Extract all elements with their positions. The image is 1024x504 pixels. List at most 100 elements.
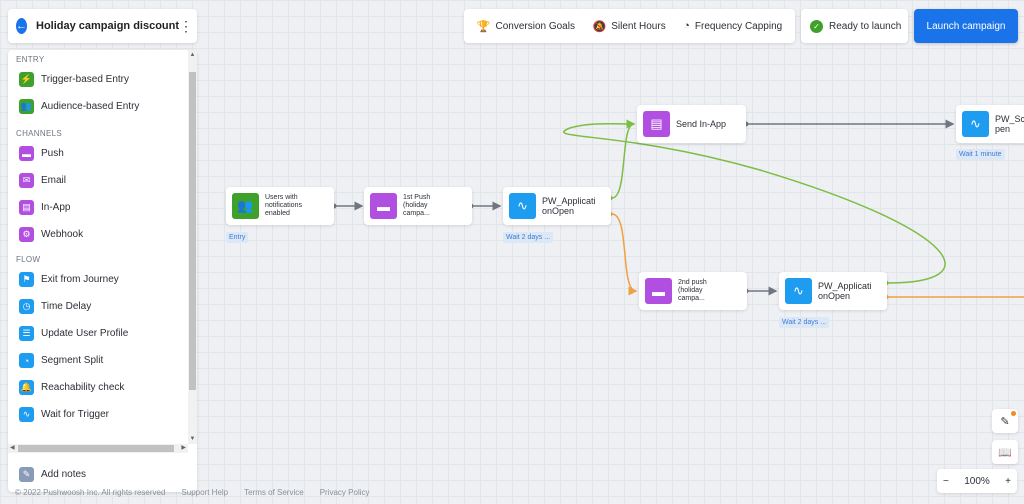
connector-wait2-loop [563,122,946,286]
kebab-icon[interactable]: ⋮ [179,17,194,34]
check-circle-icon: ✓ [810,19,823,33]
palette-item-label: Update User Profile [41,328,129,339]
node-line: 1st Push [403,194,431,201]
silent-hours-button[interactable]: 🔕 Silent Hours [593,20,666,33]
section-channels: CHANNELS [16,129,62,138]
section-entry: ENTRY [16,55,45,64]
palette-item-time-delay[interactable]: ◷ Time Delay [8,293,188,320]
zoom-in-button[interactable]: + [1005,475,1011,487]
in-app-icon: ▤ [19,200,34,215]
gauge-icon: ◔ [683,20,690,32]
users-icon: 👥 [19,99,34,114]
node-line: PW_Applicati [818,281,872,291]
flag-icon: ⚑ [19,272,34,287]
arrow-left-icon[interactable]: ← [16,18,27,34]
footer: © 2022 Pushwoosh Inc. All rights reserve… [15,488,370,497]
palette-vertical-scrollbar[interactable]: ▲ ▼ [188,50,197,444]
zoom-out-button[interactable]: − [943,475,949,487]
node-line: onOpen [542,206,575,216]
docs-button[interactable]: 📖 [992,440,1018,464]
palette-item-label: In-App [41,202,71,213]
silent-hours-label: Silent Hours [611,20,666,32]
node-line: notifications [265,202,302,209]
section-flow: FLOW [16,255,41,264]
push-icon: ▬ [19,146,34,161]
frequency-capping-button[interactable]: ◔ Frequency Capping [683,20,782,32]
connector-entry-push1 [331,201,364,211]
node-text: Send In-App [676,119,726,129]
in-app-icon: ▤ [643,111,670,137]
scroll-down-icon[interactable]: ▼ [189,436,196,442]
node-text: PW_Applicati onOpen [818,281,872,301]
book-icon: 📖 [998,446,1012,459]
node-entry[interactable]: 👥 Users with notifications enabled [226,187,334,225]
connector-push1-wait1 [468,201,502,211]
node-line: Send In-App [676,119,727,129]
connector-inapp-wait3 [743,119,955,129]
palette-item-audience-entry[interactable]: 👥 Audience-based Entry [8,93,188,120]
email-icon: ✉ [19,173,34,188]
node-wait1-caption: Wait 2 days ... [503,232,554,243]
user-edit-icon: ☰ [19,326,34,341]
palette-item-label: Segment Split [41,355,104,366]
palette-item-update-profile[interactable]: ☰ Update User Profile [8,320,188,347]
launch-campaign-button[interactable]: Launch campaign [914,9,1018,43]
add-notes-button[interactable]: ✎ Add notes [8,462,197,486]
node-push-2[interactable]: ▬ 2nd push (holiday campa... [639,272,747,310]
node-line: 2nd push [678,279,707,286]
ready-status: ✓ Ready to launch [801,9,908,43]
node-wait-trigger-1[interactable]: ∿ PW_Applicati onOpen [503,187,611,225]
node-wait-trigger-2[interactable]: ∿ PW_Applicati onOpen [779,272,887,310]
connector-wait2-offscreen [883,294,1024,300]
palette-item-push[interactable]: ▬ Push [8,140,188,167]
node-text: 1st Push (holiday campa... [403,194,430,218]
node-text: PW_Applicati onOpen [542,196,596,216]
palette-item-exit[interactable]: ⚑ Exit from Journey [8,266,188,293]
scroll-up-icon[interactable]: ▲ [189,52,196,58]
palette-item-reachability[interactable]: 🔔 Reachability check [8,374,188,401]
node-wait-trigger-3[interactable]: ∿ PW_Sc pen [956,105,1024,143]
pulse-icon: ∿ [962,111,989,137]
bell-icon: 🔔 [19,380,34,395]
palette-item-in-app[interactable]: ▤ In-App [8,194,188,221]
scroll-left-icon[interactable]: ◀ [10,445,15,451]
palette-horizontal-scrollbar[interactable]: ◀ ▶ [8,444,188,453]
privacy-link[interactable]: Privacy Policy [319,488,370,497]
palette-item-label: Webhook [41,229,84,240]
palette-item-label: Exit from Journey [41,274,119,285]
split-icon: ◔ [19,353,34,368]
node-send-in-app[interactable]: ▤ Send In-App [637,105,746,143]
connector-wait1-inapp [607,119,636,201]
pulse-icon: ∿ [19,407,34,422]
conversion-goals-button[interactable]: 🏆 Conversion Goals [477,20,575,33]
scrollbar-thumb[interactable] [18,445,174,452]
notes-toggle-button[interactable]: ✎ [992,409,1018,433]
palette-item-label: Audience-based Entry [41,101,140,112]
scroll-right-icon[interactable]: ▶ [181,445,186,451]
scrollbar-thumb[interactable] [189,72,196,390]
palette-item-label: Trigger-based Entry [41,74,129,85]
palette-item-trigger-entry[interactable]: ⚡ Trigger-based Entry [8,66,188,93]
note-icon: ✎ [19,466,34,482]
node-line: (holiday [403,202,428,209]
palette-item-wait-trigger[interactable]: ∿ Wait for Trigger [8,401,188,428]
node-push-1[interactable]: ▬ 1st Push (holiday campa... [364,187,472,225]
node-line: pen [995,124,1011,134]
connector-wait1-push2 [607,211,638,296]
node-line: campa... [678,295,705,302]
node-line: PW_Sc [995,114,1024,124]
node-line: onOpen [818,291,851,301]
palette-item-segment-split[interactable]: ◔ Segment Split [8,347,188,374]
palette-item-email[interactable]: ✉ Email [8,167,188,194]
terms-link[interactable]: Terms of Service [244,488,304,497]
palette-list: ENTRY ⚡ Trigger-based Entry 👥 Audience-b… [8,50,188,444]
node-line: PW_Applicati [542,196,596,206]
node-wait3-caption: Wait 1 minute [956,149,1005,160]
ready-label: Ready to launch [829,20,902,32]
element-palette: ENTRY ⚡ Trigger-based Entry 👥 Audience-b… [8,50,197,492]
palette-item-webhook[interactable]: ⚙ Webhook [8,221,188,248]
support-link[interactable]: Support Help [181,488,229,497]
zoom-control: − 100% + [937,469,1017,493]
campaign-title-bar: ← Holiday campaign discount ⋮ [8,9,197,43]
